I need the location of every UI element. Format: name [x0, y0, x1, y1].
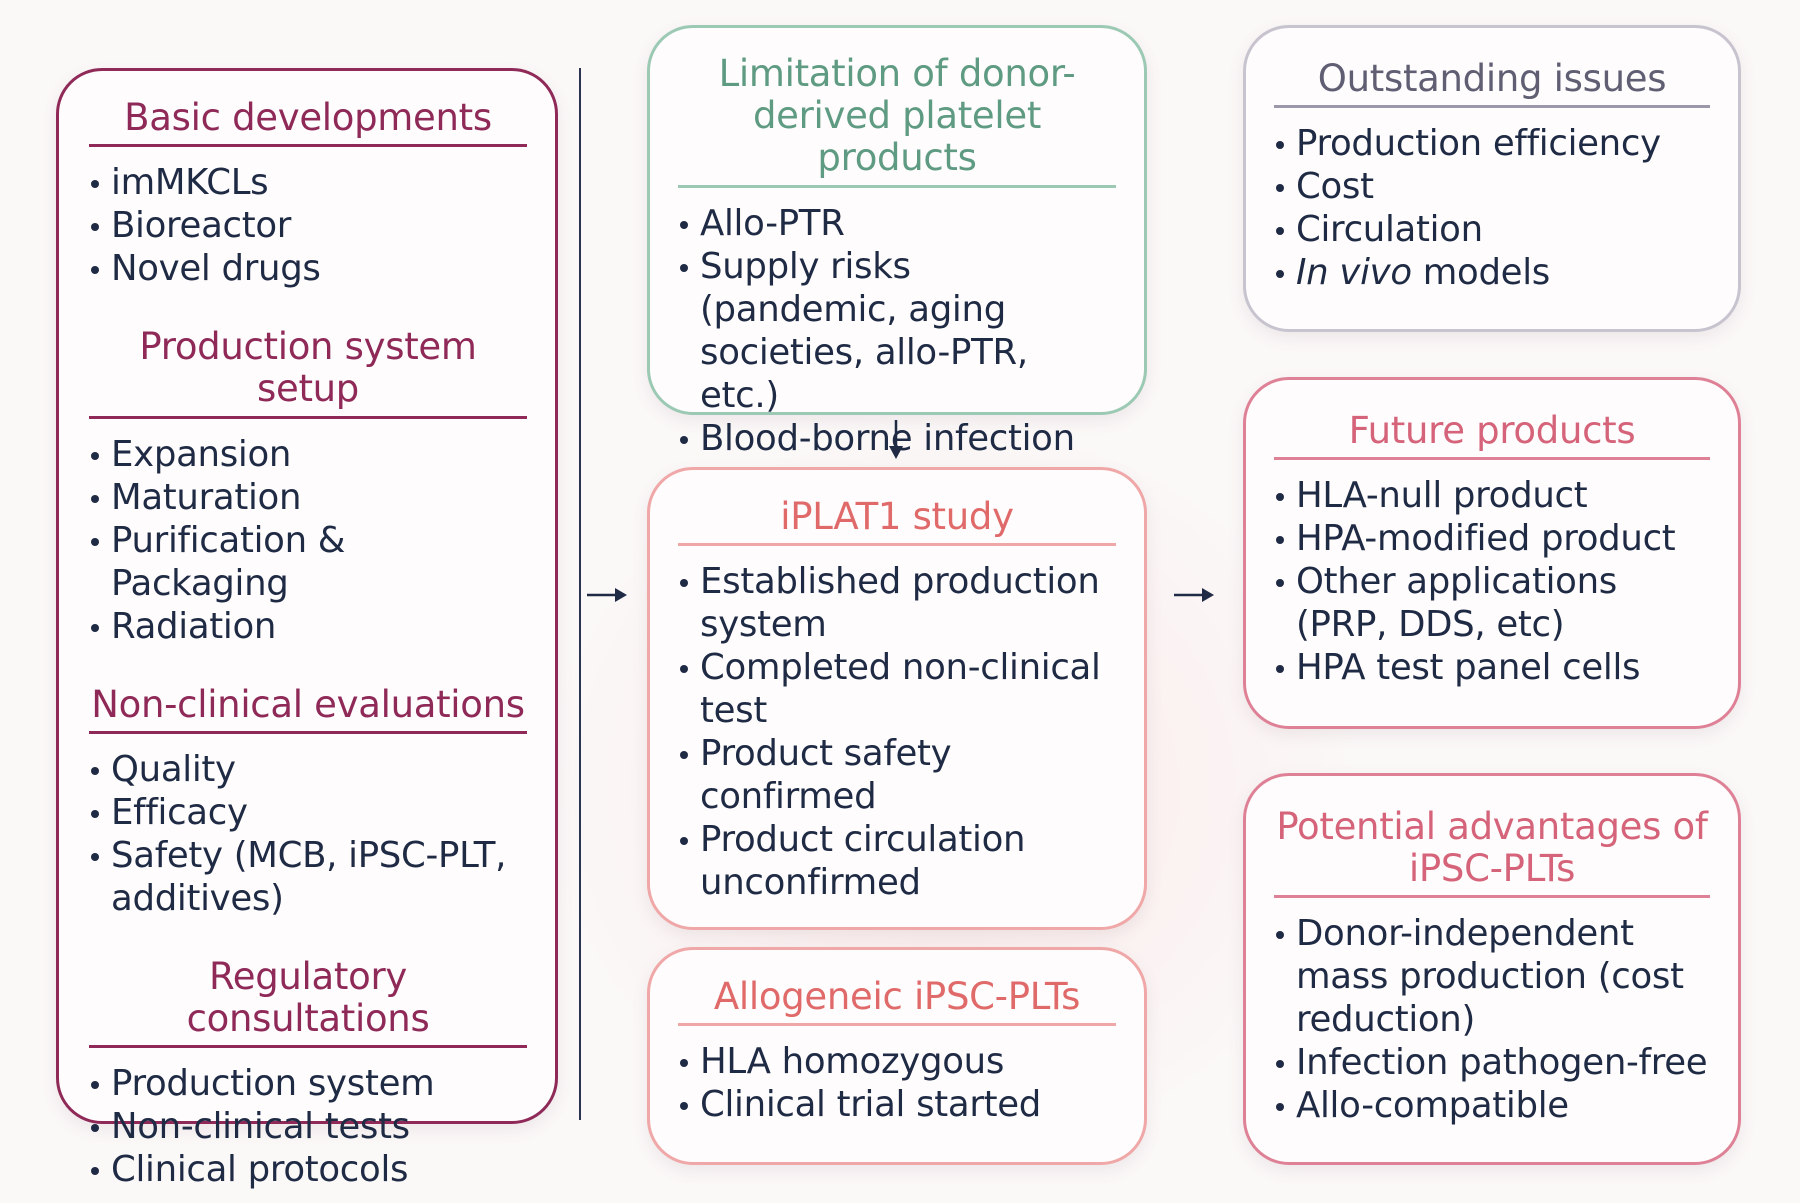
list-item: Efficacy: [89, 791, 527, 834]
list-item: Donor-independent mass production (cost …: [1274, 912, 1710, 1041]
list-item: imMKCLs: [89, 161, 527, 204]
list-item: Quality: [89, 748, 527, 791]
list-item: Novel drugs: [89, 247, 527, 290]
timeline-divider: [579, 68, 581, 1120]
item-list: Donor-independent mass production (cost …: [1274, 912, 1710, 1127]
list-item: Product safety confirmed: [678, 732, 1116, 818]
list-item: Purification & Packaging: [89, 519, 527, 605]
list-item: In vivo models: [1274, 251, 1710, 294]
item-rest: models: [1411, 252, 1551, 294]
section-title: Potential advantages of iPSC-PLTs: [1274, 805, 1710, 899]
section-title: Allogeneic iPSC-PLTs: [678, 975, 1116, 1027]
list-item: Production system: [89, 1062, 527, 1105]
list-item: HPA test panel cells: [1274, 646, 1710, 689]
list-item: Other applications (PRP, DDS, etc): [1274, 560, 1710, 646]
list-item: Product circulation unconfirmed: [678, 818, 1116, 904]
item-list: Established production system Completed …: [678, 560, 1116, 904]
item-list: HLA homozygous Clinical trial started: [678, 1040, 1116, 1126]
item-list: Expansion Maturation Purification & Pack…: [89, 433, 527, 648]
list-item: Expansion: [89, 433, 527, 476]
arrow-down-icon: [889, 420, 903, 459]
list-item: Infection pathogen-free: [1274, 1041, 1710, 1084]
arrow-right-icon: [1174, 588, 1214, 602]
list-item: Supply risks (pandemic, aging societies,…: [678, 245, 1116, 417]
list-item: Bioreactor: [89, 204, 527, 247]
group-non-clinical-evaluations: Non-clinical evaluations Quality Efficac…: [89, 683, 527, 920]
section-title: iPLAT1 study: [678, 495, 1116, 547]
list-item: Radiation: [89, 605, 527, 648]
group-basic-developments: Basic developments imMKCLs Bioreactor No…: [89, 96, 527, 290]
section-title: Regulatory consultations: [89, 955, 527, 1049]
potential-advantages-box: Potential advantages of iPSC-PLTs Donor-…: [1243, 773, 1741, 1165]
list-item: Blood-borne infection: [678, 417, 1116, 460]
list-item: Established production system: [678, 560, 1116, 646]
section-title: Non-clinical evaluations: [89, 683, 527, 734]
section-title: Basic developments: [89, 96, 527, 148]
section-title: Outstanding issues: [1274, 57, 1710, 109]
section-title: Future products: [1274, 409, 1710, 461]
group-regulatory-consultations: Regulatory consultations Production syst…: [89, 955, 527, 1191]
section-title: Limitation of donor-derived platelet pro…: [678, 52, 1116, 188]
list-item: Safety (MCB, iPSC-PLT, additives): [89, 834, 527, 920]
list-item: Cost: [1274, 165, 1710, 208]
list-item: Maturation: [89, 476, 527, 519]
list-item: Circulation: [1274, 208, 1710, 251]
italic-term: In vivo: [1296, 252, 1412, 294]
list-item: HLA homozygous: [678, 1040, 1116, 1083]
list-item: Clinical trial started: [678, 1083, 1116, 1126]
future-products-box: Future products HLA-null product HPA-mod…: [1243, 377, 1741, 729]
item-list: Quality Efficacy Safety (MCB, iPSC-PLT, …: [89, 748, 527, 920]
development-stages-box: Basic developments imMKCLs Bioreactor No…: [56, 68, 558, 1190]
list-item: Non-clinical tests: [89, 1105, 527, 1148]
list-item: Completed non-clinical test: [678, 646, 1116, 732]
list-item: Allo-compatible: [1274, 1084, 1710, 1127]
arrow-right-icon: [587, 588, 627, 602]
list-item: Production efficiency: [1274, 122, 1710, 165]
list-item: Clinical protocols: [89, 1148, 527, 1191]
item-list: Production system Non-clinical tests Cli…: [89, 1062, 527, 1191]
allogeneic-box: Allogeneic iPSC-PLTs HLA homozygous Clin…: [647, 947, 1147, 1165]
list-item: HLA-null product: [1274, 474, 1710, 517]
group-production-system-setup: Production system setup Expansion Matura…: [89, 326, 527, 647]
outstanding-issues-box: Outstanding issues Production efficiency…: [1243, 25, 1741, 332]
list-item: HPA-modified product: [1274, 517, 1710, 560]
item-list: Production efficiency Cost Circulation I…: [1274, 122, 1710, 294]
section-title: Production system setup: [89, 326, 527, 419]
limitation-box: Limitation of donor-derived platelet pro…: [647, 25, 1147, 459]
item-list: Allo-PTR Supply risks (pandemic, aging s…: [678, 202, 1116, 460]
item-list: imMKCLs Bioreactor Novel drugs: [89, 161, 527, 290]
list-item: Allo-PTR: [678, 202, 1116, 245]
item-list: HLA-null product HPA-modified product Ot…: [1274, 474, 1710, 689]
iplat1-study-box: iPLAT1 study Established production syst…: [647, 467, 1147, 930]
